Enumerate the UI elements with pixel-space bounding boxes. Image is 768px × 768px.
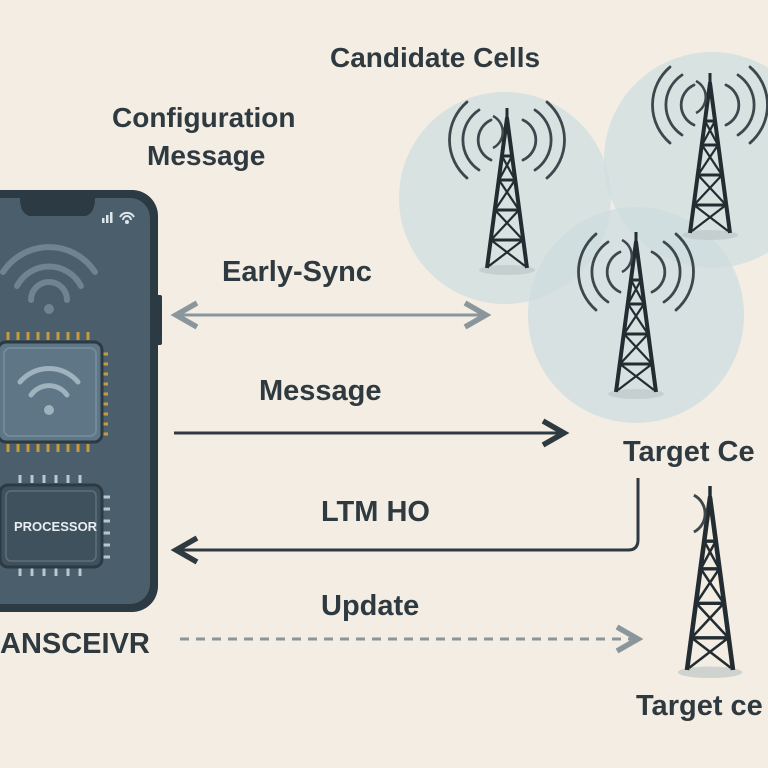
- target-cell-label: Target Ce: [623, 436, 755, 468]
- configuration-message-label: Message: [147, 140, 266, 171]
- target-cell-lower-label: Target ce: [636, 690, 763, 722]
- transceiver-label: ANSCEIVR: [0, 628, 150, 660]
- status-wifi-icon: [119, 211, 135, 224]
- cell-tower-icon: [678, 486, 742, 678]
- configuration-label: Configuration: [112, 102, 296, 133]
- ltm-ho-label: LTM HO: [321, 496, 430, 528]
- candidate-cells-label: Candidate Cells: [330, 42, 541, 73]
- wifi-icon: [0, 244, 98, 314]
- ltm-ho-arrow: [170, 478, 640, 565]
- chip-icon: [0, 332, 108, 452]
- processor-chip-icon: [0, 475, 110, 576]
- signal-icon: [102, 212, 113, 223]
- update-label: Update: [321, 590, 420, 622]
- message-label: Message: [259, 375, 382, 407]
- processor-label: PROCESSOR: [14, 519, 98, 534]
- smartphone-icon: [0, 190, 162, 612]
- early-sync-label: Early-Sync: [222, 256, 372, 288]
